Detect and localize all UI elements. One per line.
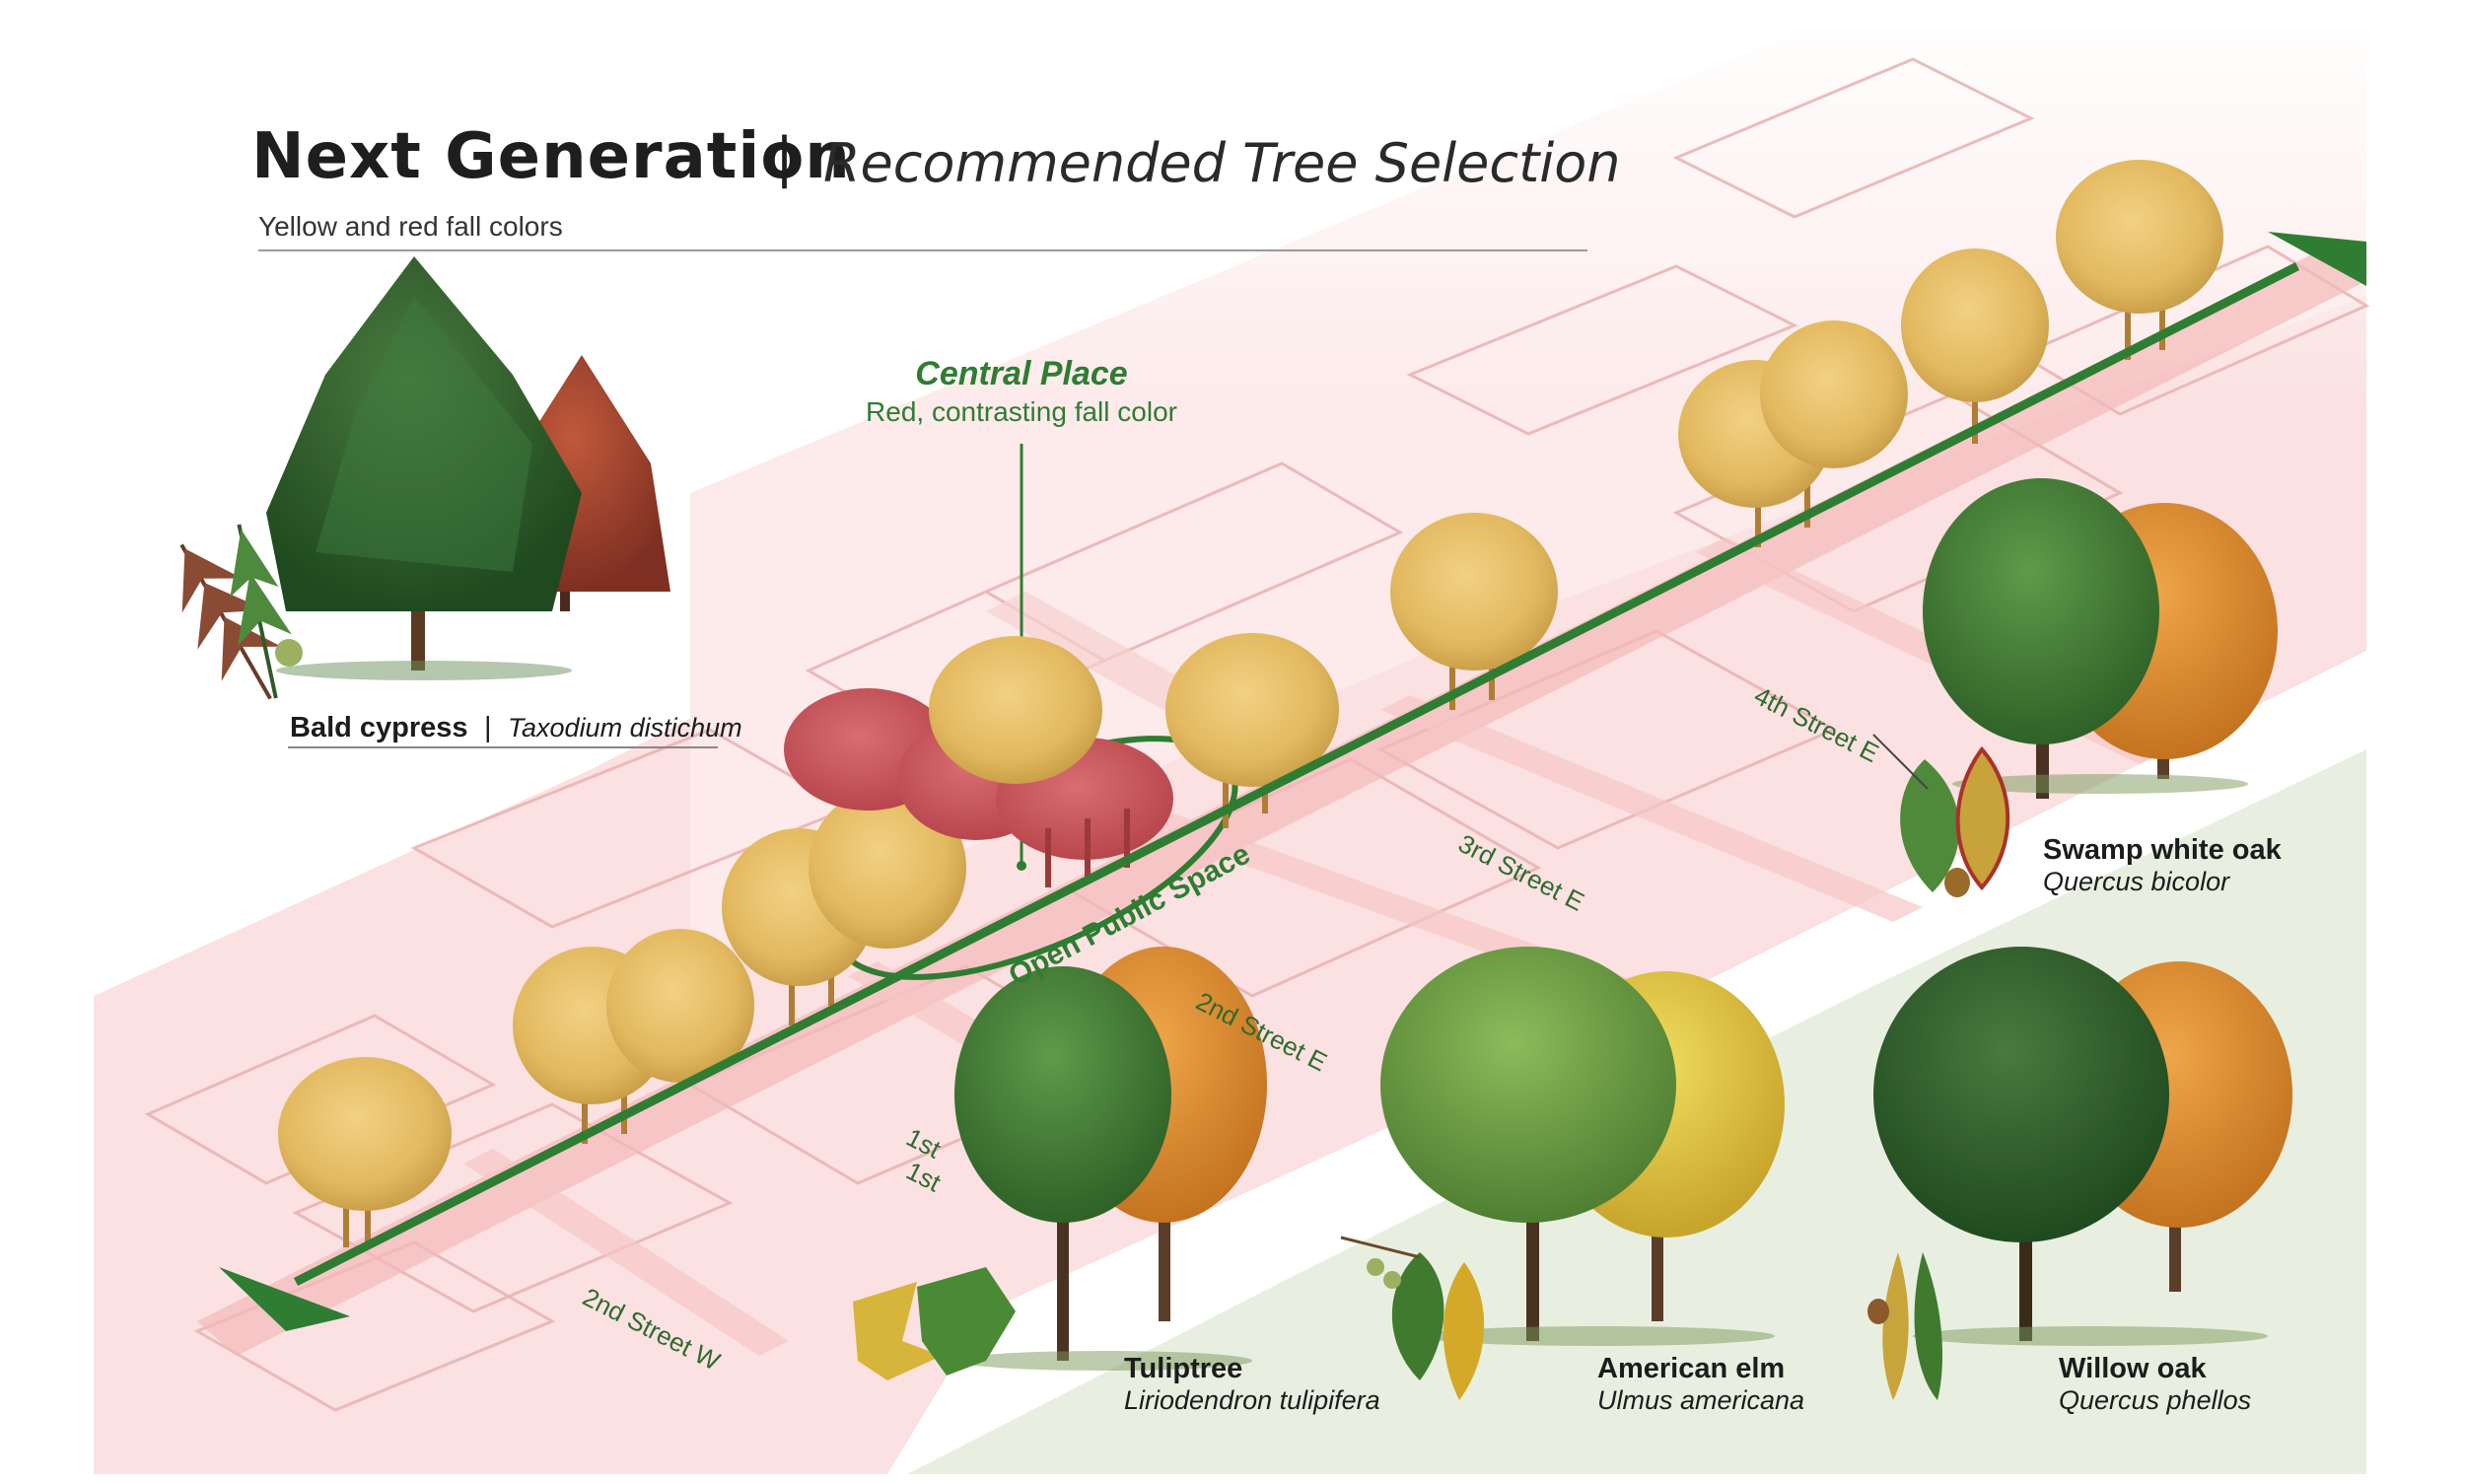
swamp-white-oak-caption: Swamp white oak Quercus bicolor xyxy=(2043,834,2282,897)
street-tree xyxy=(2056,160,2223,360)
fall-colors-note: Yellow and red fall colors xyxy=(258,211,563,242)
swamp-white-oak-common-name: Swamp white oak xyxy=(2043,834,2282,866)
street-tree xyxy=(1165,633,1339,828)
american-elm-scientific-name: Ulmus americana xyxy=(1597,1385,1805,1415)
bald-cypress-scientific-name: Taxodium distichum xyxy=(508,713,742,742)
tuliptree-scientific-name: Liriodendron tulipifera xyxy=(1124,1385,1380,1415)
street-tree xyxy=(1390,513,1558,710)
american-elm-common-name: American elm xyxy=(1597,1353,1786,1384)
american-elm-illustration xyxy=(1340,947,1785,1400)
street-tree xyxy=(1678,320,1908,547)
route-arrow xyxy=(219,232,2366,1331)
tuliptree-common-name: Tuliptree xyxy=(1124,1353,1243,1384)
american-elm-caption: American elm Ulmus americana xyxy=(1597,1353,1804,1416)
central-red-tree-grove xyxy=(784,636,1173,887)
title-separator: | xyxy=(777,125,793,189)
bald-cypress-separator: | xyxy=(484,712,492,743)
page-title: Next Generation xyxy=(251,120,851,193)
willow-oak-illustration xyxy=(1867,947,2292,1400)
swamp-white-oak-illustration xyxy=(1872,478,2278,897)
central-place-title: Central Place xyxy=(915,355,1128,392)
tuliptree-illustration xyxy=(853,947,1267,1380)
willow-oak-common-name: Willow oak xyxy=(2059,1353,2207,1384)
street-tree-row xyxy=(278,160,2223,1247)
page-subtitle: Recommended Tree Selection xyxy=(823,132,1621,194)
bald-cypress-caption: Bald cypress | Taxodium distichum xyxy=(290,712,742,744)
street-tree xyxy=(722,787,966,1025)
street-tree xyxy=(278,1057,452,1247)
central-place-description: Red, contrasting fall color xyxy=(866,396,1177,427)
bald-cypress-common-name: Bald cypress xyxy=(290,712,468,743)
central-place-marker xyxy=(1017,861,1026,871)
bald-cypress-illustration xyxy=(179,256,670,700)
willow-oak-scientific-name: Quercus phellos xyxy=(2059,1385,2252,1415)
street-tree xyxy=(513,929,754,1144)
willow-oak-caption: Willow oak Quercus phellos xyxy=(2059,1353,2251,1416)
swamp-white-oak-scientific-name: Quercus bicolor xyxy=(2043,867,2230,896)
tuliptree-caption: Tuliptree Liriodendron tulipifera xyxy=(1124,1353,1380,1416)
street-tree xyxy=(1901,248,2049,444)
